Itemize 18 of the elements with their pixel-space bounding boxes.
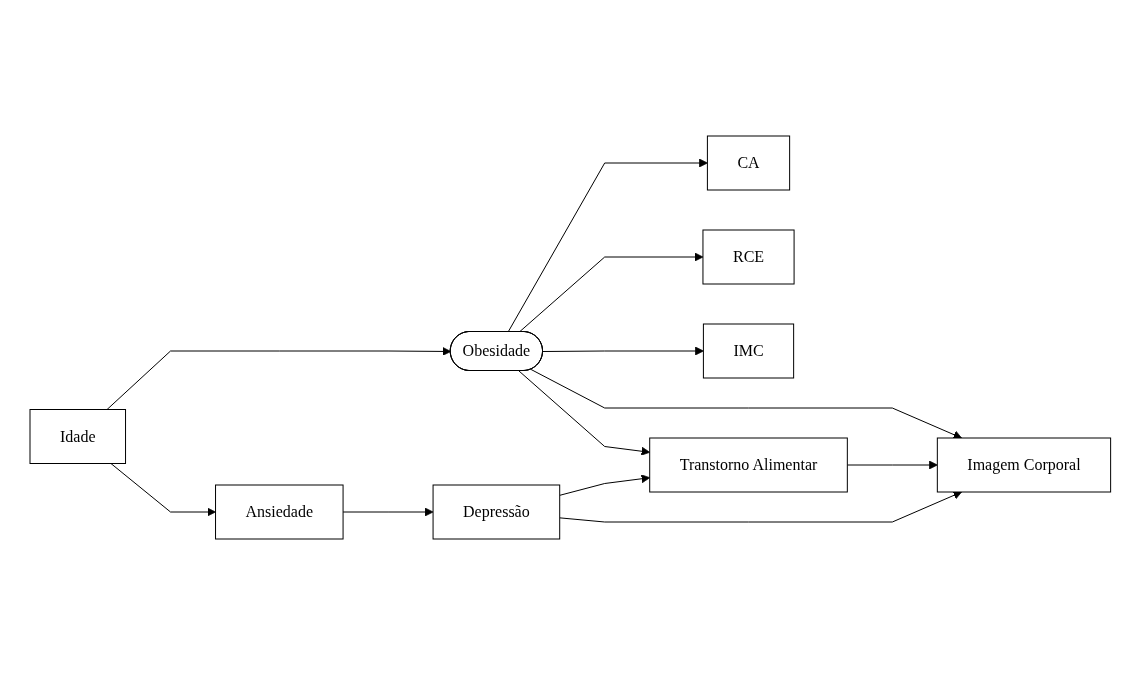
arrow [110, 462, 217, 516]
arrow [342, 507, 434, 516]
arrow [519, 252, 704, 332]
node-box: IMC [703, 323, 795, 378]
node-box: RCE [702, 229, 795, 284]
arrow [106, 346, 452, 410]
arrow [559, 473, 651, 496]
node-box: Depressão [432, 484, 561, 539]
node-box: Imagem Corporal [937, 437, 1112, 492]
node-box: Ansiedade [215, 484, 344, 539]
node-box: Idade [29, 408, 127, 464]
arrow [847, 460, 938, 469]
arrow [507, 158, 708, 332]
arrow [518, 370, 651, 456]
arrow [559, 490, 963, 522]
node-box: CA [707, 135, 791, 190]
arrow [530, 368, 963, 439]
node-box: Transtorno Alimentar [649, 437, 848, 492]
